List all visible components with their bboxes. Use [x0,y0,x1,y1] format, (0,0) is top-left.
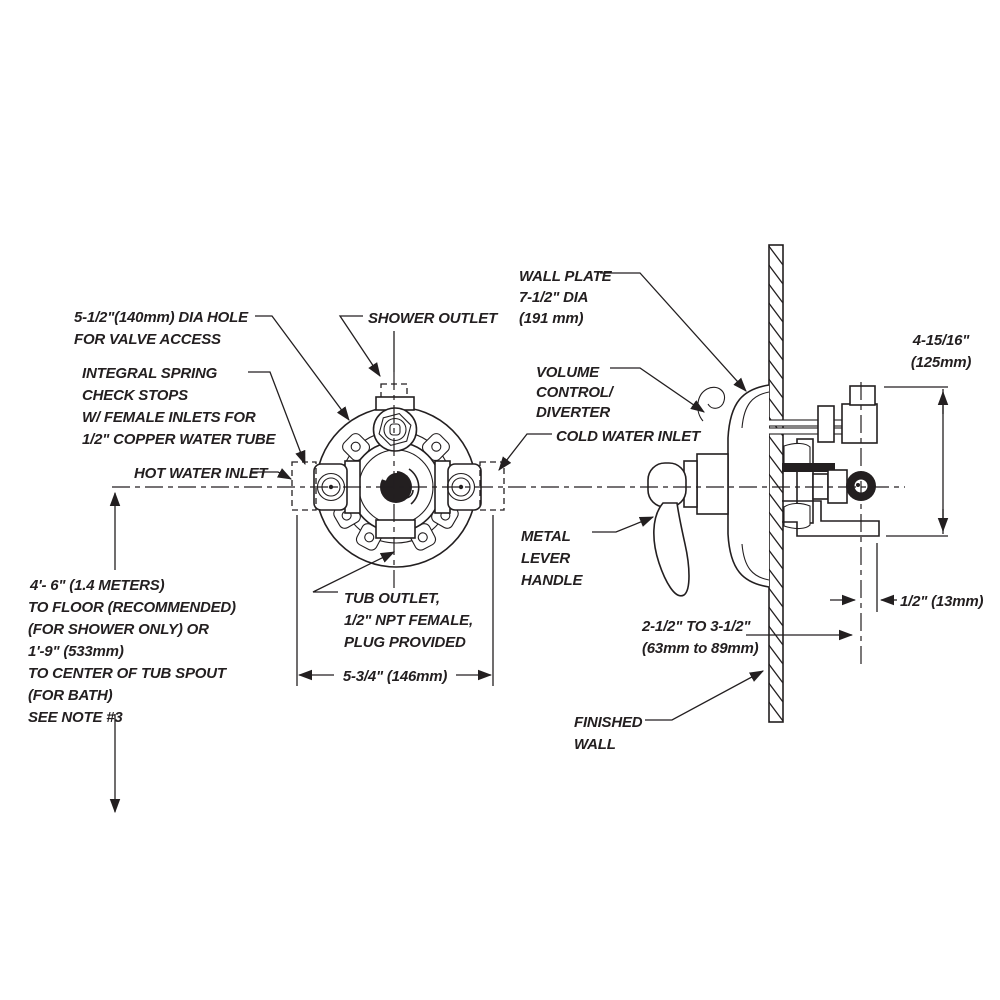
svg-text:TO CENTER OF TUB SPOUT: TO CENTER OF TUB SPOUT [28,665,228,682]
stem-bar [782,463,835,472]
cold-inlet-hidden-fitting [479,461,505,511]
dim-text-plaster-gap: 1/2" (13mm) [900,593,983,610]
handle-hub-cap [647,462,687,508]
wall-plate-inner-line-bottom [741,543,770,581]
leader-metal-lever [592,516,655,533]
label-volume-control: VOLUME [536,364,600,381]
lever-blade [653,502,690,597]
svg-text:FOR VALVE ACCESS: FOR VALVE ACCESS [74,331,221,348]
label-floor-note: 4'- 6" (1.4 METERS) [29,577,165,594]
label-check-stops: INTEGRAL SPRING [82,365,218,382]
leader-volume-control [610,367,705,413]
valve-body-side [782,385,880,537]
tub-outlet-port [375,519,416,539]
label-metal-lever-handle: METAL [521,528,571,545]
svg-text:CONTROL/: CONTROL/ [536,384,615,401]
svg-text:7-1/2" DIA: 7-1/2" DIA [519,289,588,306]
svg-text:(FOR BATH): (FOR BATH) [28,687,113,704]
shower-outlet-boss [372,383,418,452]
svg-text:SEE NOTE #3: SEE NOTE #3 [28,709,123,726]
svg-text:WALL: WALL [574,736,616,753]
svg-text:1/2" COPPER WATER TUBE: 1/2" COPPER WATER TUBE [82,431,276,448]
label-finished-wall: FINISHED [574,714,643,731]
svg-text:(191 mm): (191 mm) [519,310,583,327]
handle-finial [697,386,726,422]
shower-elbow-cap [849,385,876,406]
wall-plate-profile [727,384,770,588]
side-view [647,244,880,723]
body-bottom-profile [782,500,880,537]
label-cold-water-inlet: COLD WATER INLET [556,428,702,445]
svg-text:(63mm to 89mm): (63mm to 89mm) [642,640,759,657]
leader-wall-plate [600,272,747,392]
svg-text:LEVER: LEVER [521,550,570,567]
svg-text:PLUG PROVIDED: PLUG PROVIDED [344,634,466,651]
svg-text:CHECK STOPS: CHECK STOPS [82,387,188,404]
svg-text:W/ FEMALE INLETS FOR: W/ FEMALE INLETS FOR [82,409,256,426]
labels: 5-1/2"(140mm) DIA HOLE FOR VALVE ACCESS … [28,268,984,753]
wall-plate-inner-line-top [741,391,770,429]
label-tub-outlet: TUB OUTLET, [344,590,440,607]
leader-check-stops [248,371,306,466]
dimension-handle-height [884,386,949,537]
label-shower-outlet: SHOWER OUTLET [368,310,499,327]
label-hot-water-inlet: HOT WATER INLET [134,465,269,482]
front-view [291,383,505,568]
svg-text:(125mm): (125mm) [911,354,971,371]
leader-tub-outlet [312,551,396,593]
label-wall-plate: WALL PLATE [519,268,613,285]
dimension-valve-width [296,515,494,686]
leader-finished-wall [645,670,765,721]
svg-text:HANDLE: HANDLE [521,572,583,589]
leader-dia-hole [255,315,350,421]
svg-text:1/2" NPT FEMALE,: 1/2" NPT FEMALE, [344,612,473,629]
wall-section [768,244,784,723]
shower-elbow [841,403,878,444]
lever-handle [647,386,729,597]
svg-text:1'-9" (533mm): 1'-9" (533mm) [28,643,124,660]
dim-text-valve-width: 5-3/4" (146mm) [343,668,448,685]
leader-cold-water [498,433,552,471]
leader-hot-water [250,468,293,480]
dimension-plaster-gap [830,543,897,612]
hot-inlet-hidden-fitting [291,461,317,511]
svg-text:(FOR SHOWER ONLY) OR: (FOR SHOWER ONLY) OR [28,621,209,638]
label-dia-hole: 5-1/2"(140mm) DIA HOLE [74,309,249,326]
svg-text:DIVERTER: DIVERTER [536,404,610,421]
leader-shower-outlet [338,315,381,377]
dim-text-wall-depth: 2-1/2" TO 3-1/2" [641,618,751,635]
svg-text:TO FLOOR (RECOMMENDED): TO FLOOR (RECOMMENDED) [28,599,236,616]
dim-text-handle-height: 4-15/16" [912,332,970,349]
valve-stem [380,468,420,505]
